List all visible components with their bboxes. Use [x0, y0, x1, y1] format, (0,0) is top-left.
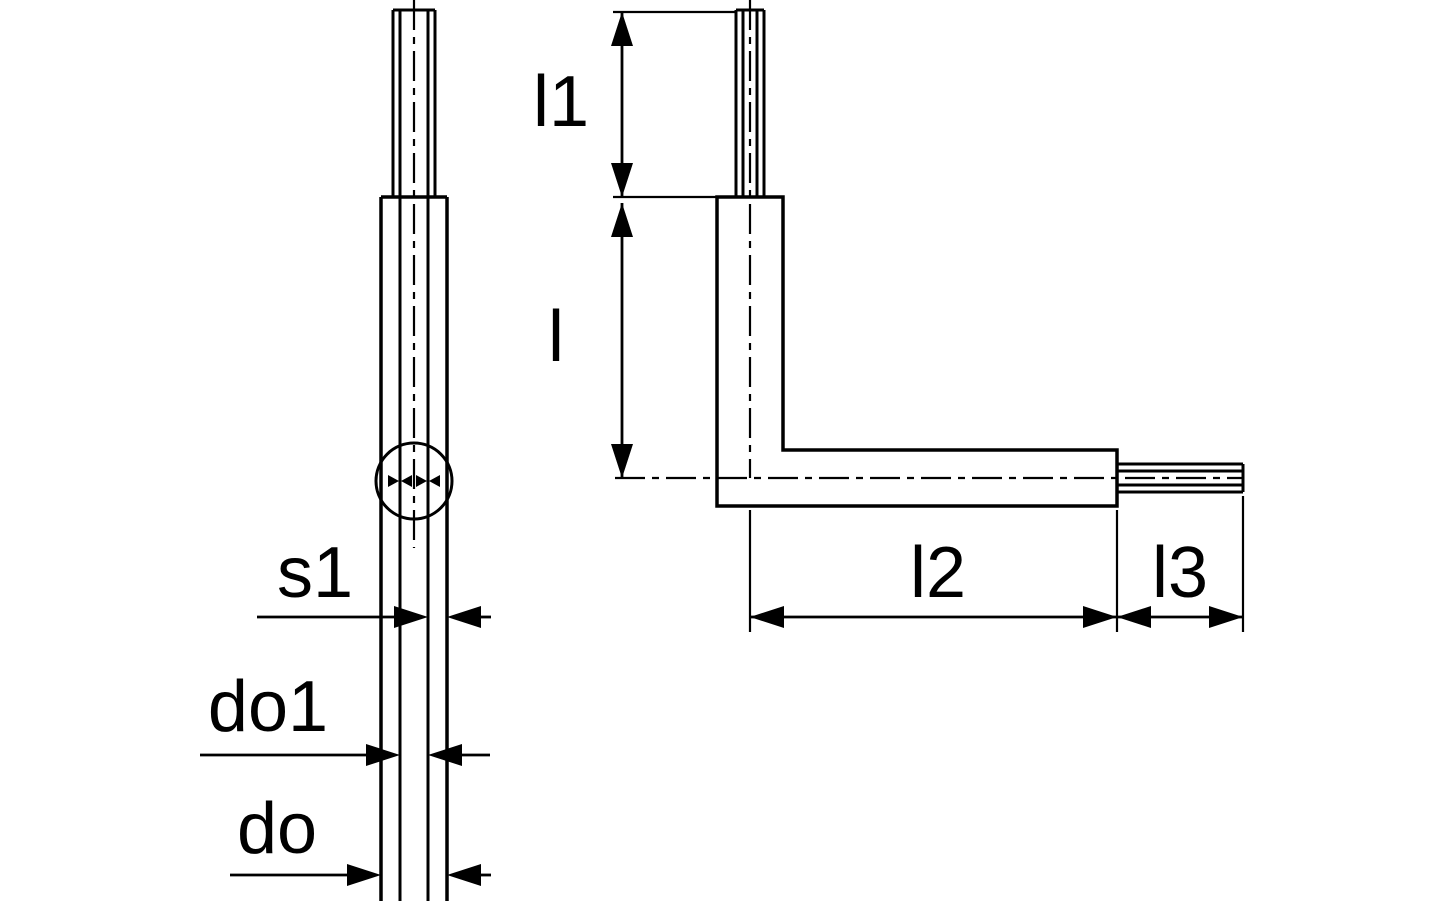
dimension-do: do: [230, 789, 491, 886]
dimension-s1: s1: [257, 533, 491, 628]
arrowhead-right-icon: [1209, 606, 1243, 628]
arrowhead-right-icon: [366, 744, 400, 766]
arrowhead-down-icon: [611, 163, 633, 197]
front-view: [374, 0, 454, 901]
arrowhead-left-icon: [447, 606, 481, 628]
dimension-label-l1: l1: [533, 62, 589, 142]
dimension-l: l: [548, 203, 633, 478]
wall-thickness-marks: [388, 475, 440, 487]
dimension-l2: l2: [748, 510, 1119, 632]
elbow-body-outline: [715, 195, 1119, 508]
detail-circle: [374, 441, 454, 521]
arrowhead-left-icon: [447, 864, 481, 886]
dimension-label-do1: do1: [208, 667, 328, 747]
wall-mark-icon: [388, 475, 399, 487]
wall-mark-icon: [429, 475, 440, 487]
arrowhead-left-icon: [428, 744, 462, 766]
dimension-l3: l3: [1117, 496, 1245, 632]
arrowhead-right-icon: [394, 606, 428, 628]
dimension-label-s1: s1: [277, 533, 353, 613]
wall-mark-icon: [401, 475, 412, 487]
arrowhead-up-icon: [611, 12, 633, 46]
arrowhead-left-icon: [1117, 606, 1151, 628]
dimension-do1: do1: [200, 667, 490, 766]
arrowhead-left-icon: [750, 606, 784, 628]
wall-mark-icon: [416, 475, 427, 487]
dimension-l1: l1: [533, 10, 736, 199]
arrowhead-right-icon: [1083, 606, 1117, 628]
arrowhead-up-icon: [611, 203, 633, 237]
arrowhead-right-icon: [347, 864, 381, 886]
arrowhead-down-icon: [611, 444, 633, 478]
side-view-elbow: [615, 0, 1245, 508]
dimension-label-l2: l2: [910, 533, 966, 613]
dimension-label-l: l: [548, 297, 564, 377]
dimension-label-do: do: [237, 789, 317, 869]
dimension-label-l3: l3: [1152, 533, 1208, 613]
